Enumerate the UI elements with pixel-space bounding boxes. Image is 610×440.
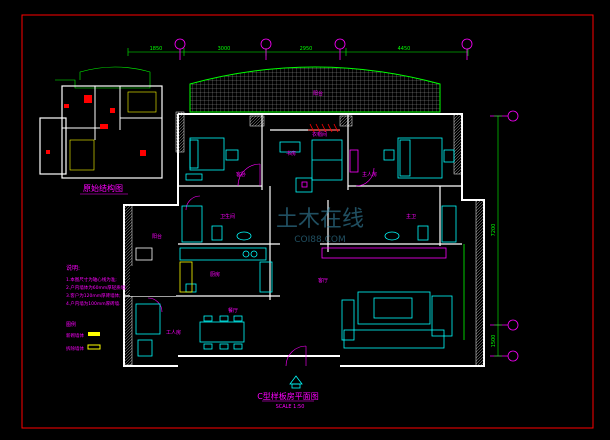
room-label-maid: 工人房: [166, 329, 181, 336]
watermark-sub: COI88.COM: [294, 235, 345, 245]
bathroom-left: [181, 205, 252, 243]
legend-item-2: 拆除墙体: [66, 345, 84, 352]
watermark: 土木在线: [276, 207, 364, 232]
dim-right-1: 7200: [491, 224, 497, 237]
room-label-kitchen: 厨房: [210, 271, 220, 278]
drawing-title: C型样板房平面图: [257, 391, 319, 401]
dining-area: [199, 315, 245, 350]
living-room: [321, 244, 465, 349]
room-label-balcony-left: 阳台: [152, 233, 162, 240]
dim-top-4: 4450: [398, 46, 411, 52]
master-bedroom: [383, 137, 455, 179]
original-plan-title: 原始结构图: [83, 183, 123, 193]
dim-top-3: 2950: [300, 46, 313, 52]
legend-heading: 图例: [66, 321, 76, 328]
note-line-4: 4.户内墙为100mm厚砖墙.: [66, 300, 121, 307]
bathroom-right: [384, 205, 457, 243]
door-swings: [147, 163, 375, 367]
drawing-scale: SCALE 1:50: [276, 404, 305, 410]
room-label-bath-right: 主卫: [406, 213, 416, 220]
balcony-top: [189, 66, 441, 113]
room-label-dressing: 衣帽间: [312, 131, 327, 138]
note-line-3: 3.客户为120mm厚砖墙体;: [66, 292, 121, 299]
room-label-study: 书房: [286, 150, 296, 157]
room-label-living: 客厅: [318, 277, 328, 284]
maid-room: [135, 247, 161, 357]
right-dimension-line: [494, 115, 502, 357]
wardrobe: [308, 123, 340, 133]
legend-item-1: 新砌墙体: [66, 332, 84, 339]
dressing-room: [311, 139, 359, 181]
room-label-dining: 餐厅: [228, 307, 238, 314]
room-label-bath-left: 卫生间: [220, 213, 235, 220]
room-label-balcony-top: 阳台: [313, 90, 323, 97]
dim-right-2: 1500: [491, 335, 497, 348]
note-line-1: 1.本图尺寸为轴心线为准;: [66, 276, 117, 283]
dim-top-2: 3000: [218, 46, 231, 52]
guest-bedroom: [185, 137, 239, 181]
legend-swatch-1: [88, 332, 100, 336]
study-room: [279, 141, 313, 193]
dim-top-1: 1850: [150, 46, 163, 52]
original-structure-plan: [39, 66, 163, 179]
kitchen: [179, 247, 273, 293]
legend-swatch-2: [87, 344, 101, 350]
grid-bubbles-top: [174, 38, 473, 60]
drawing-frame: [21, 14, 594, 429]
notes-heading: 说明:: [66, 264, 80, 272]
north-arrow-icon: [289, 375, 303, 389]
room-label-master: 主人房: [362, 171, 377, 178]
note-line-2: 2.户内墙体为60mm厚轻质墙;: [66, 284, 127, 291]
room-label-bedroom-left: 客卧: [236, 171, 246, 178]
